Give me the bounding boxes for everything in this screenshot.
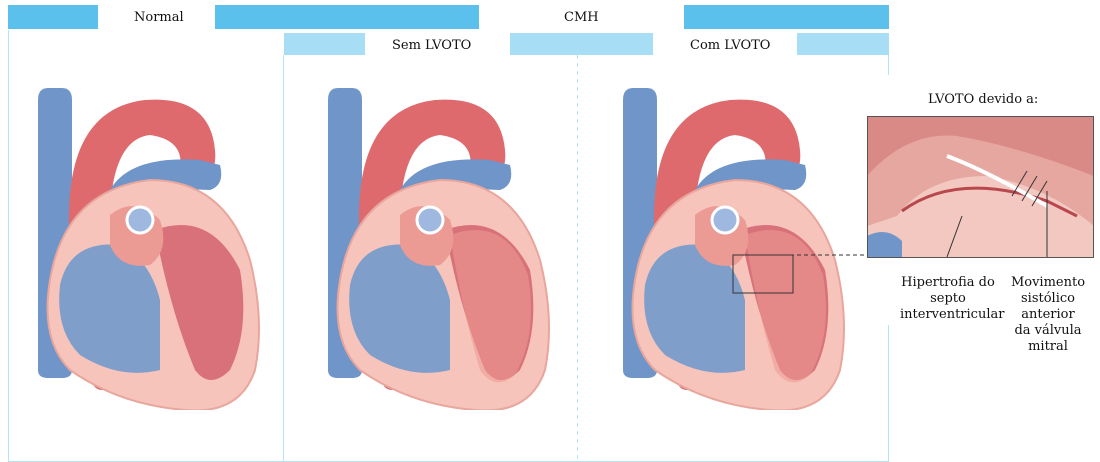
header-band-mid <box>215 5 479 29</box>
subheader-band-right <box>797 33 889 55</box>
panel-border-right-lower <box>888 325 889 462</box>
subheader-band-mid <box>510 33 653 55</box>
normal-label: Normal <box>134 10 184 25</box>
cmh-label: CMH <box>564 10 599 25</box>
panel-border-left <box>8 30 9 462</box>
panel-border-divider1 <box>283 55 284 462</box>
header-band-left <box>8 5 98 29</box>
inset-title: LVOTO devido a: <box>928 92 1038 107</box>
subheader-band-sem <box>284 33 365 55</box>
com-lvoto-label: Com LVOTO <box>690 38 770 53</box>
cmh-com-lvoto-heart-illustration <box>595 70 865 410</box>
panel-border-divider2 <box>577 55 578 462</box>
sem-lvoto-label: Sem LVOTO <box>392 38 471 53</box>
septal-hypertrophy-label: Hipertrofia do septo interventricular <box>900 275 996 323</box>
sam-mitral-label: Movimento sistólico anterior da válvula … <box>998 275 1098 355</box>
panel-border-right <box>888 55 889 75</box>
lvoto-inset-detail <box>867 116 1094 258</box>
header-band-right <box>684 5 889 29</box>
cmh-sem-lvoto-heart-illustration <box>300 70 570 410</box>
zoom-connector-line <box>790 250 870 260</box>
normal-heart-illustration <box>10 70 280 410</box>
